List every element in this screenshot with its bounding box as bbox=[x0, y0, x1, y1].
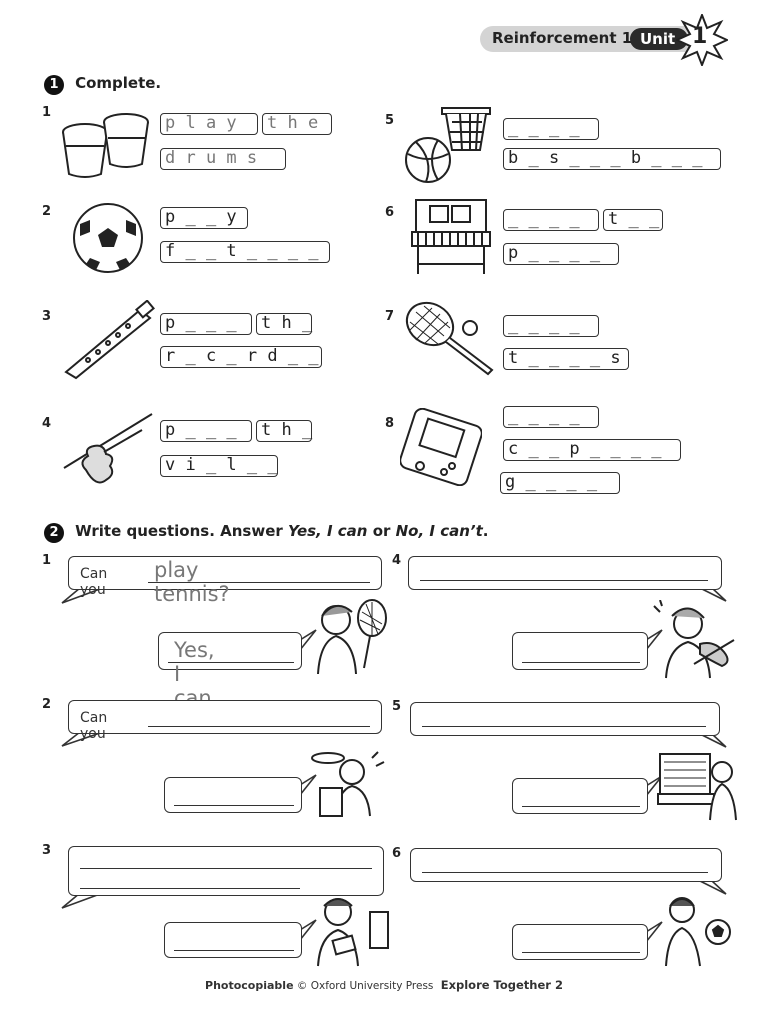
word-box[interactable]: _ _ _ _ bbox=[503, 118, 599, 140]
section2-title: Write questions. Answer bbox=[75, 522, 289, 540]
question-answer[interactable]: play tennis? bbox=[154, 558, 230, 606]
footer-book-title: Explore Together 2 bbox=[440, 978, 563, 992]
word-box[interactable]: t h _ bbox=[256, 313, 312, 335]
word-box[interactable]: p _ _ _ _ bbox=[503, 243, 619, 265]
word-box[interactable]: _ _ _ _ bbox=[503, 315, 599, 337]
item-number: 8 bbox=[385, 416, 395, 431]
word-box: t h e bbox=[262, 113, 332, 135]
section2-title-or: or bbox=[367, 522, 396, 540]
word-box[interactable]: r _ c _ r d _ _ bbox=[160, 346, 322, 368]
word-box[interactable]: _ _ _ _ bbox=[503, 406, 599, 428]
girl-playing-piano-icon bbox=[657, 753, 737, 821]
word-box[interactable]: t _ _ _ _ s bbox=[503, 348, 629, 370]
question-prompt: Can you bbox=[80, 710, 108, 742]
unit-label: Unit bbox=[630, 28, 688, 50]
footer-photocopiable: Photocopiable bbox=[205, 979, 294, 992]
word-box[interactable]: c _ _ p _ _ _ _ bbox=[503, 439, 681, 461]
section2-title-end: . bbox=[482, 522, 489, 540]
girl-playing-violin-icon bbox=[653, 600, 735, 679]
section2-number: 2 bbox=[44, 523, 64, 543]
item-number: 4 bbox=[392, 553, 402, 568]
section1-number: 1 bbox=[44, 75, 64, 95]
item-number: 1 bbox=[42, 105, 52, 120]
recorder-icon bbox=[64, 300, 155, 380]
unit-star-icon bbox=[676, 14, 728, 66]
item-number: 6 bbox=[392, 846, 402, 861]
question-prompt: Can you bbox=[80, 566, 108, 598]
word-box[interactable]: v i _ l _ _ bbox=[160, 455, 278, 477]
item-number: 2 bbox=[42, 204, 52, 219]
word-box[interactable]: g _ _ _ _ bbox=[500, 472, 620, 494]
item-number: 1 bbox=[42, 553, 52, 568]
drums-icon bbox=[62, 113, 149, 178]
section1-title: Complete. bbox=[75, 74, 162, 92]
section2-title-no: No, I can’t bbox=[395, 522, 483, 540]
item-number: 4 bbox=[42, 416, 52, 431]
computer-game-icon bbox=[400, 408, 482, 486]
section1-heading: 1 Complete. bbox=[44, 73, 161, 95]
footer-copyright: © Oxford University Press bbox=[296, 980, 434, 992]
word-box[interactable]: p _ _ y bbox=[160, 207, 248, 229]
section2-title-yes: Yes, I can bbox=[288, 522, 368, 540]
page-header: Reinforcement 1 Unit 1 bbox=[480, 14, 728, 66]
football-icon bbox=[73, 203, 143, 273]
boy-cooking-icon bbox=[311, 751, 385, 817]
item-number: 2 bbox=[42, 697, 52, 712]
word-box[interactable]: t h _ bbox=[256, 420, 312, 442]
item-number: 5 bbox=[392, 699, 402, 714]
piano-icon bbox=[411, 199, 491, 274]
violin-icon bbox=[63, 413, 153, 484]
word-box[interactable]: p _ _ _ bbox=[160, 420, 252, 442]
item-number: 7 bbox=[385, 309, 395, 324]
item-number: 5 bbox=[385, 113, 395, 128]
girl-with-racket-icon bbox=[317, 599, 387, 675]
word-box[interactable]: b _ s _ _ _ b _ _ _ bbox=[503, 148, 721, 170]
word-box: p l a y bbox=[160, 113, 258, 135]
item-number: 3 bbox=[42, 309, 52, 324]
item-number: 6 bbox=[385, 205, 395, 220]
boy-playing-game-icon bbox=[317, 898, 389, 967]
section2-heading: 2 Write questions. Answer Yes, I can or … bbox=[44, 521, 488, 543]
tennis-racket-icon bbox=[405, 301, 494, 376]
word-box[interactable]: p _ _ _ bbox=[160, 313, 252, 335]
word-box[interactable]: t _ _ bbox=[603, 209, 663, 231]
word-box[interactable]: _ _ _ _ bbox=[503, 209, 599, 231]
girl-with-football-icon bbox=[665, 897, 731, 967]
basketball-icon bbox=[405, 107, 491, 183]
word-box: d r u m s bbox=[160, 148, 286, 170]
word-box[interactable]: f _ _ t _ _ _ _ bbox=[160, 241, 330, 263]
header-title: Reinforcement 1 bbox=[492, 29, 633, 47]
page-footer: Photocopiable © Oxford University Press … bbox=[0, 978, 768, 992]
item-number: 3 bbox=[42, 843, 52, 858]
unit-number: 1 bbox=[692, 24, 708, 49]
